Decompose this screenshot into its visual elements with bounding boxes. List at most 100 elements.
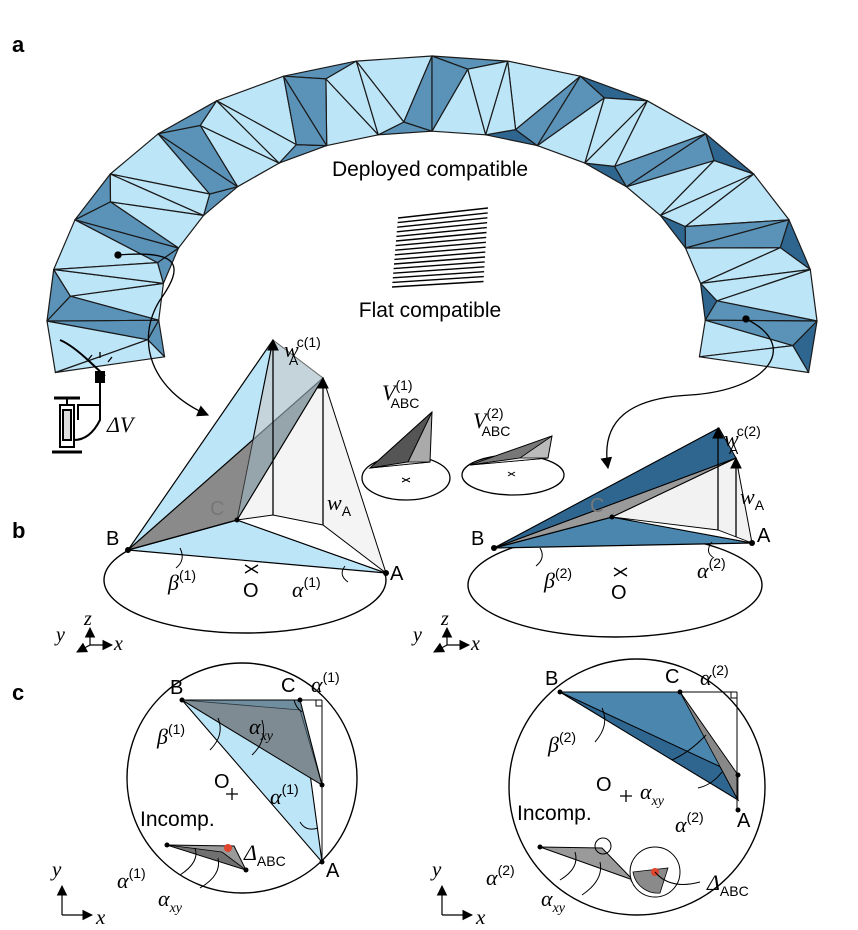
b1-vertex-C: C (210, 498, 224, 520)
b2-axis-x: x (470, 633, 480, 655)
c2-delta: ΔABC (706, 870, 749, 899)
b1-axis-z: z (83, 608, 92, 630)
b1-alpha: α(1) (292, 574, 321, 602)
b2-vertex-B: B (471, 528, 484, 550)
c2-alpha-top: α(2) (700, 662, 729, 690)
flat-layer-line (397, 212, 488, 224)
arch-facet (684, 219, 790, 249)
b2-vertex-A: A (757, 525, 771, 547)
panel-label-c: c (12, 680, 24, 705)
b1-wAc: wc(1)A (284, 334, 321, 368)
pump-icon (52, 339, 113, 454)
c1-alpha-xy: αxy (249, 714, 274, 744)
c1-axis-x: x (95, 905, 106, 929)
arch-facet (355, 60, 405, 136)
b2-wAc: wc(2)A (724, 423, 761, 457)
axes-triad-b-left (76, 626, 114, 653)
axes-c-left (56, 884, 94, 921)
arch-facet (485, 60, 517, 136)
c2-vertex-A: A (737, 810, 751, 832)
b2-beta: β(2) (543, 565, 572, 593)
c2-incomp-label: Incomp. (517, 802, 592, 825)
b2-alpha: α(2) (697, 555, 726, 583)
b2-wA: wA (740, 484, 765, 513)
c1-incomp-label: Incomp. (140, 808, 215, 831)
flat-layer-line (397, 207, 489, 219)
c1-vertex-C: C (281, 675, 295, 697)
b1-axis-x: x (113, 633, 123, 655)
flat-layer-line (392, 271, 485, 279)
flat-layer-line (395, 236, 487, 247)
arch-facet (536, 75, 605, 147)
flat-layer-line (397, 217, 488, 228)
flat-layer-line (393, 261, 485, 270)
b1-vertex-B: B (106, 528, 119, 550)
arch-facet (625, 133, 715, 188)
flat-layer-line (394, 246, 486, 256)
axes-triad-b-right (433, 626, 471, 653)
flat-label: Flat compatible (359, 299, 501, 322)
flat-layer-line (393, 266, 485, 274)
arch-facet (53, 262, 164, 284)
arch-facet (698, 345, 810, 374)
c1-center-O: O (214, 771, 230, 793)
arch-facet (704, 319, 818, 347)
c2-alpha-mid: α(2) (675, 809, 704, 837)
c2-alpha-bot: α(2) (486, 862, 515, 890)
b1-axis-y: y (54, 624, 65, 646)
flat-layer-line (395, 241, 486, 251)
deployed-label: Deployed compatible (332, 158, 528, 181)
arch-facet (216, 100, 297, 164)
b1-beta: β(1) (167, 567, 196, 595)
b2-axis-z: z (440, 608, 449, 630)
arch-facet (54, 339, 166, 374)
arch-facet (431, 55, 469, 132)
panel-c-left (126, 662, 358, 894)
panel-label-a: a (12, 32, 25, 57)
volume-cone-1 (361, 410, 451, 501)
axes-c-right (436, 884, 474, 921)
b2-axis-y: y (411, 624, 422, 646)
arch-facet (74, 201, 180, 249)
flat-layer-line (395, 231, 487, 242)
b2-vertex-C: C (590, 495, 604, 517)
c2-vertex-B: B (545, 668, 558, 690)
c2-beta: β(2) (547, 729, 576, 757)
c1-vertex-A: A (326, 860, 340, 882)
c1-alpha-top: α(1) (311, 669, 340, 697)
c1-alpha-bot: α(1) (117, 865, 146, 893)
c2-alpha-xy: αxy (640, 779, 665, 809)
c2-axis-y: y (430, 857, 442, 881)
flat-layer-line (396, 222, 488, 233)
b1-vertex-A: A (390, 563, 404, 585)
flat-layer-line (392, 275, 484, 284)
arch-facet (46, 295, 160, 322)
c1-alpha-xy-bot: αxy (158, 886, 183, 916)
c1-vertex-B: B (170, 677, 183, 699)
b2-center-O: O (611, 582, 627, 604)
volume-cone-2 (461, 435, 565, 496)
c2-vertex-C: C (665, 666, 679, 688)
v2-label: V(2)ABC (473, 405, 510, 439)
arch-facet (283, 75, 328, 147)
c1-beta: β(1) (156, 721, 185, 749)
panel-b-left (103, 338, 389, 634)
flat-layer-line (394, 251, 486, 261)
flat-stack (391, 207, 489, 288)
panel-c-right (508, 658, 766, 916)
pump-label: ΔV (106, 412, 136, 437)
c1-delta: ΔABC (243, 840, 286, 869)
c1-alpha-mid: α(1) (270, 781, 299, 809)
callout-arrows (114, 251, 774, 470)
c1-axis-y: y (50, 857, 62, 881)
b1-center-O: O (243, 580, 259, 602)
flat-layer-line (396, 226, 487, 238)
c2-axis-x: x (475, 905, 486, 929)
arch-facet (699, 268, 811, 302)
arch-facet (584, 100, 648, 167)
arch-facet (157, 124, 239, 188)
b1-wA: wA (327, 490, 352, 519)
arch-facet (659, 173, 755, 228)
origami-arch (46, 55, 818, 374)
